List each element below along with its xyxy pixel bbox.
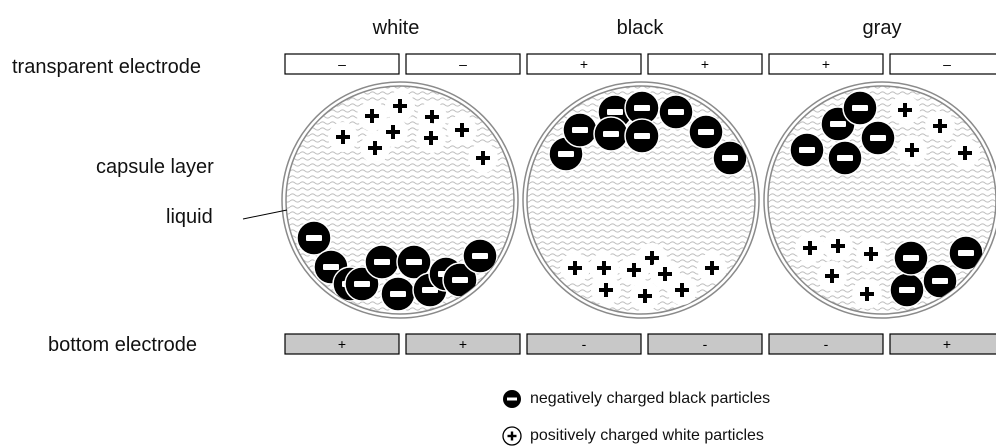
- top-electrode-3: [526, 53, 642, 75]
- positive-white-particle: [357, 101, 387, 131]
- negative-black-particle: [893, 240, 929, 276]
- negative-black-particle: [688, 114, 724, 150]
- top-electrode-1: [284, 53, 400, 75]
- bottom-electrode-4: [647, 333, 763, 355]
- negative-black-particle: [827, 140, 863, 176]
- negative-black-particle: [396, 244, 432, 280]
- negative-black-particle: [624, 118, 660, 154]
- legend-black-label: negatively charged black particles: [530, 390, 771, 407]
- positive-white-particle: [328, 122, 358, 152]
- top-electrode-sign-6: –: [943, 56, 951, 72]
- negative-black-particle: [658, 94, 694, 130]
- legend-white-particle-icon: [502, 426, 522, 446]
- legend-white-label: positively charged white particles: [530, 427, 764, 444]
- positive-white-particle: [630, 281, 660, 311]
- bottom-electrode-sign-1: +: [338, 336, 346, 352]
- capsule-gray: [763, 81, 996, 319]
- positive-white-particle: [925, 111, 955, 141]
- positive-white-particle: [697, 253, 727, 283]
- top-electrode-4: [647, 53, 763, 75]
- positive-white-particle: [378, 117, 408, 147]
- capsule-white: [281, 81, 519, 319]
- positive-white-particle: [591, 275, 621, 305]
- positive-white-particle: [890, 95, 920, 125]
- negative-black-particle: [380, 276, 416, 312]
- label-bottom-electrode: bottom electrode: [48, 334, 197, 356]
- bottom-electrode-3: [526, 333, 642, 355]
- top-electrode-sign-1: –: [338, 56, 346, 72]
- capsule-black: [522, 81, 760, 319]
- label-capsule-layer: capsule layer: [96, 156, 214, 178]
- top-electrode-sign-2: –: [459, 56, 467, 72]
- top-electrode-2: [405, 53, 521, 75]
- bottom-electrode-sign-3: -: [582, 336, 587, 352]
- positive-white-particle: [667, 275, 697, 305]
- positive-white-particle: [823, 231, 853, 261]
- negative-black-particle: [296, 220, 332, 256]
- bottom-electrode-5: [768, 333, 884, 355]
- negative-black-particle: [789, 132, 825, 168]
- legend-black-particle-icon: [503, 390, 521, 408]
- positive-white-particle: [897, 135, 927, 165]
- positive-white-particle: [385, 91, 415, 121]
- negative-black-particle: [462, 238, 498, 274]
- bottom-electrode-sign-4: -: [703, 336, 708, 352]
- column-title-gray: gray: [862, 17, 902, 39]
- positive-white-particle: [416, 123, 446, 153]
- bottom-electrode-row: + + - - - +: [284, 333, 996, 355]
- label-liquid: liquid: [166, 206, 213, 228]
- positive-white-particle: [795, 233, 825, 263]
- negative-black-particle: [562, 112, 598, 148]
- positive-white-particle: [560, 253, 590, 283]
- top-electrode-6: [889, 53, 996, 75]
- column-title-white: white: [372, 17, 420, 39]
- negative-black-particle: [593, 116, 629, 152]
- bottom-electrode-1: [284, 333, 400, 355]
- positive-white-particle: [447, 115, 477, 145]
- top-electrode-row: – – + + + –: [284, 53, 996, 75]
- negative-black-particle: [842, 90, 878, 126]
- bottom-electrode-sign-2: +: [459, 336, 467, 352]
- top-electrode-5: [768, 53, 884, 75]
- positive-white-particle: [856, 239, 886, 269]
- label-transparent-electrode: transparent electrode: [12, 56, 202, 78]
- positive-white-particle: [817, 261, 847, 291]
- negative-black-particle: [922, 263, 958, 299]
- negative-black-particle: [889, 272, 925, 308]
- column-title-black: black: [616, 17, 664, 39]
- top-electrode-sign-4: +: [701, 56, 709, 72]
- bottom-electrode-sign-6: +: [943, 336, 951, 352]
- liquid-pointer-line: [242, 209, 288, 220]
- negative-black-particle: [860, 120, 896, 156]
- positive-white-particle: [468, 143, 498, 173]
- bottom-electrode-6: [889, 333, 996, 355]
- positive-white-particle: [589, 253, 619, 283]
- negative-black-particle: [364, 244, 400, 280]
- top-electrode-sign-3: +: [580, 56, 588, 72]
- positive-white-particle: [950, 138, 980, 168]
- bottom-electrode-sign-5: -: [824, 336, 829, 352]
- positive-white-particle: [852, 279, 882, 309]
- bottom-electrode-2: [405, 333, 521, 355]
- top-electrode-sign-5: +: [822, 56, 830, 72]
